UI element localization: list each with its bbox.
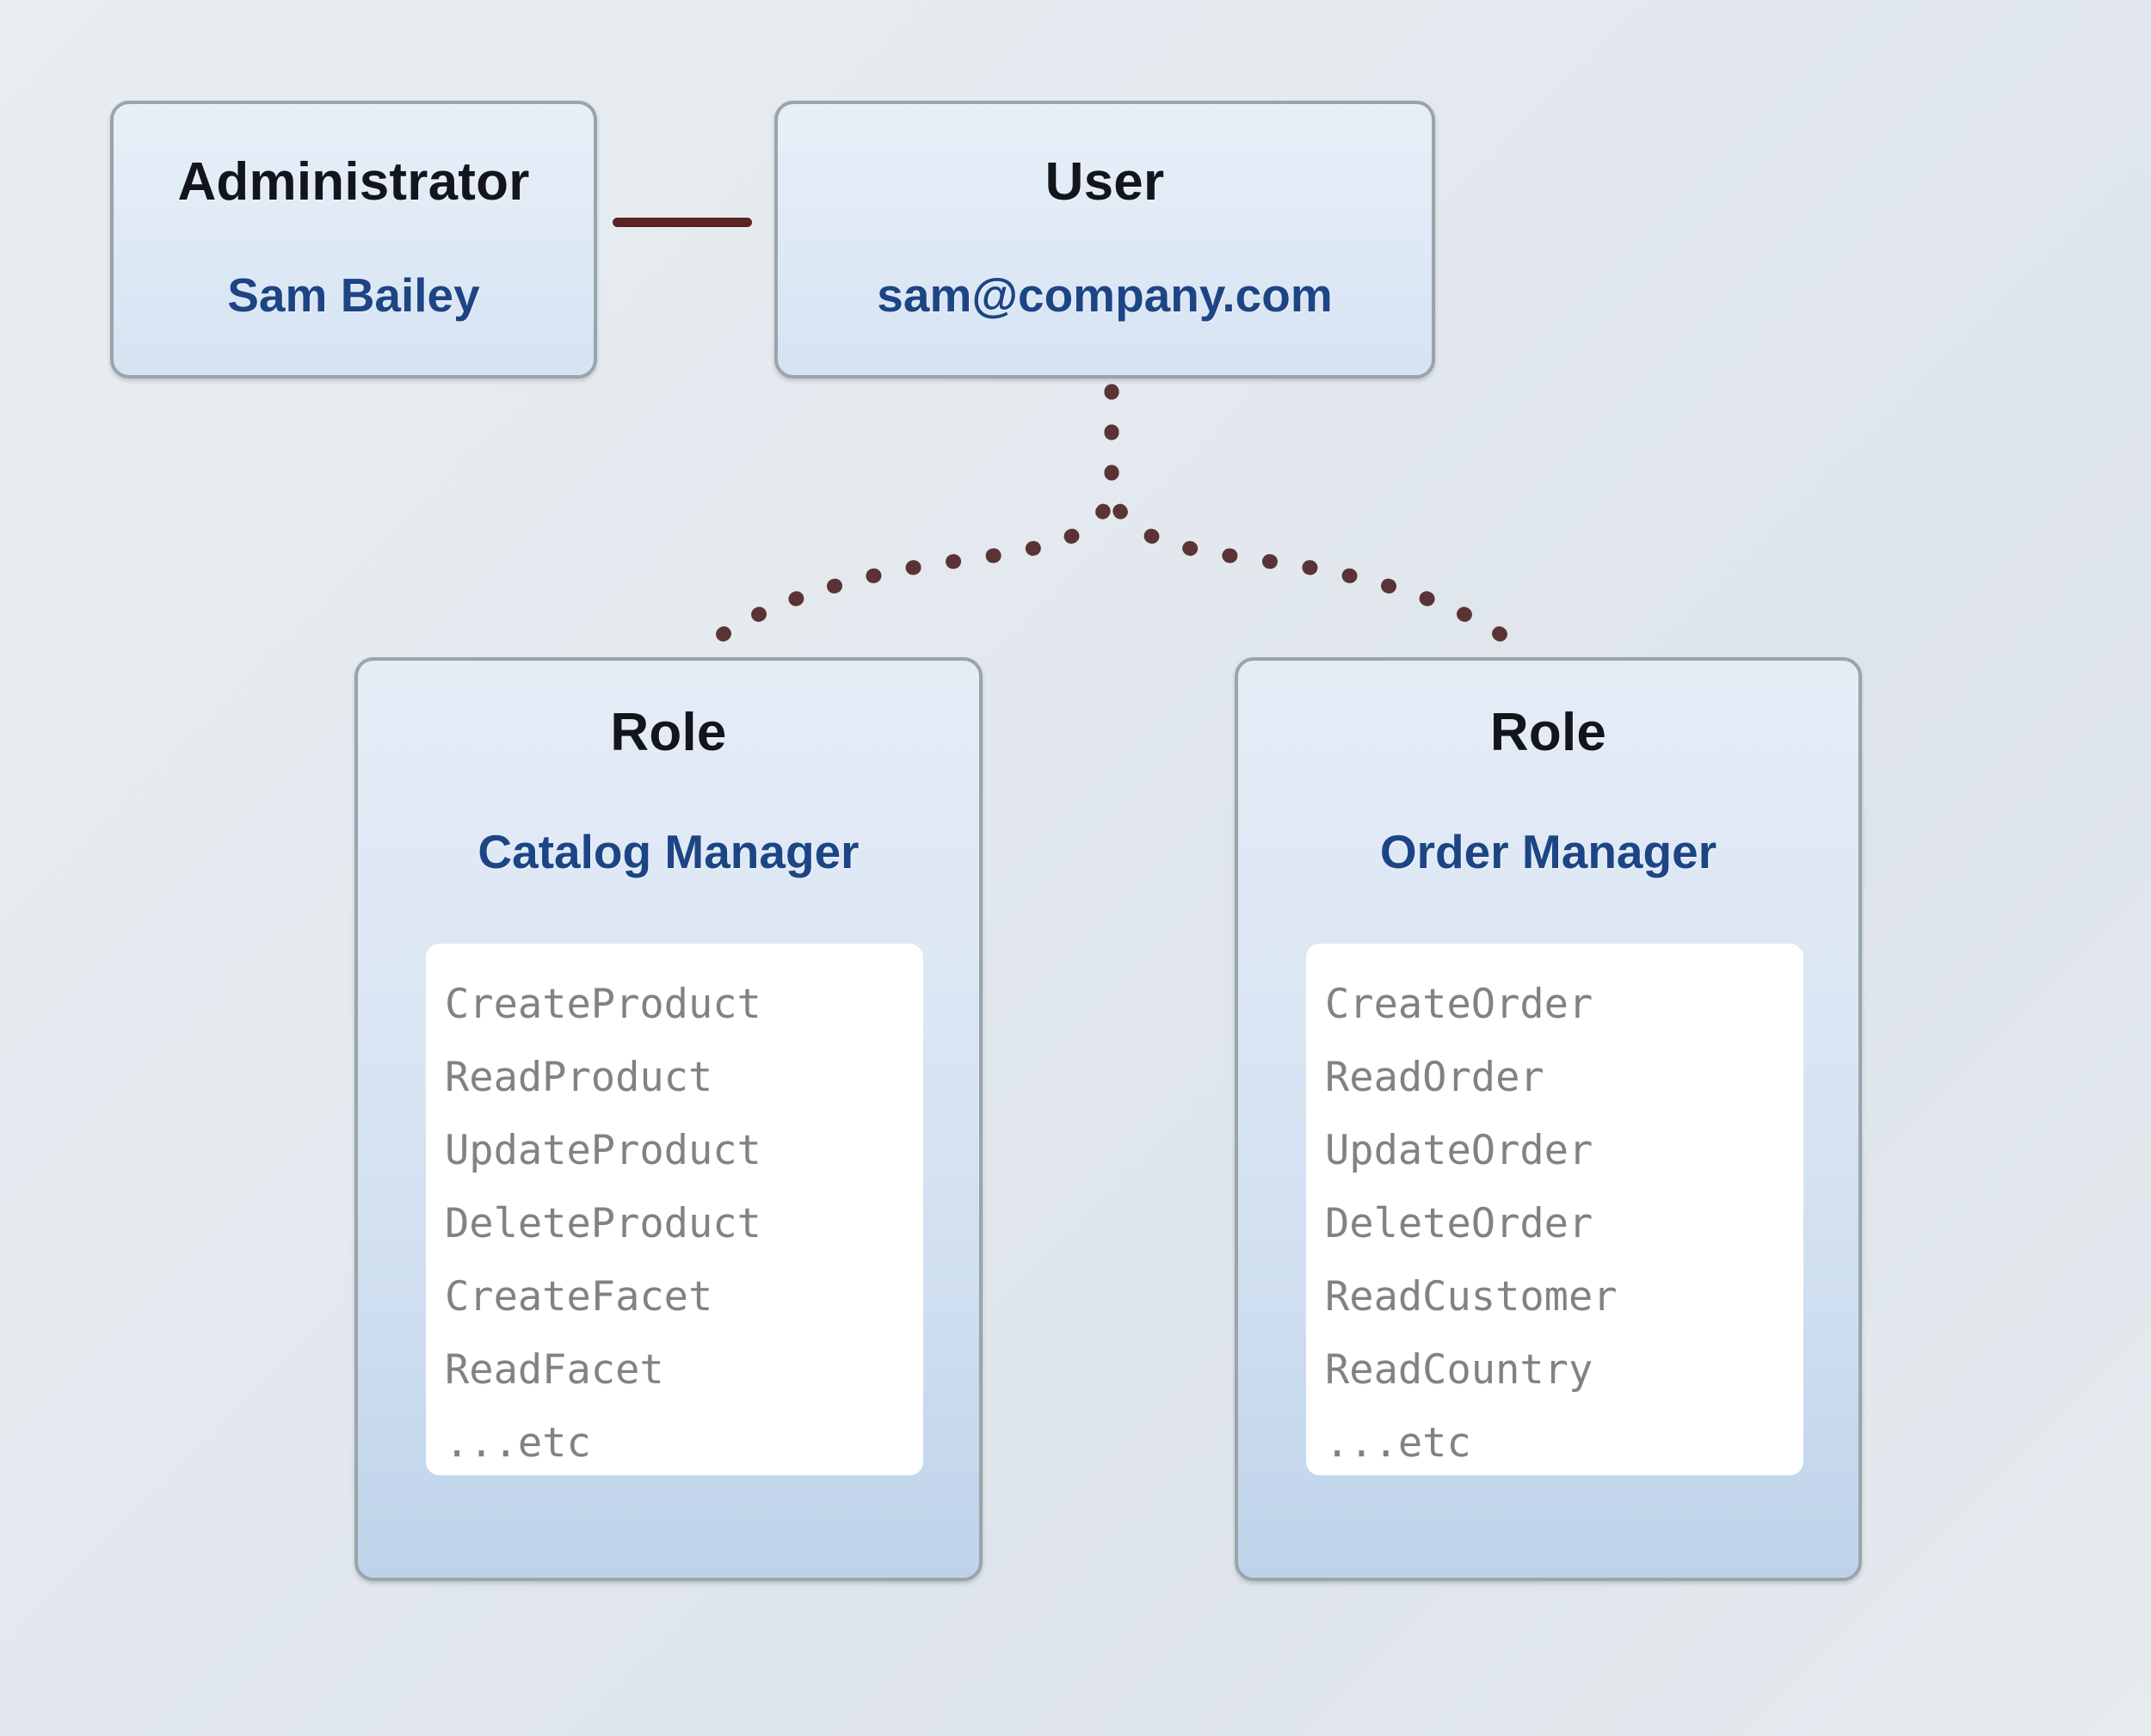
user-email: sam@company.com bbox=[877, 268, 1333, 322]
permission-item: UpdateOrder bbox=[1325, 1127, 1593, 1174]
connector-user-to-catalog-manager bbox=[689, 384, 1119, 663]
permission-item: DeleteProduct bbox=[445, 1200, 761, 1247]
permission-item: ReadOrder bbox=[1325, 1054, 1544, 1101]
role-name: Order Manager bbox=[1379, 825, 1717, 878]
role-node-catalog-manager[interactable]: Role Catalog Manager CreateProduct ReadP… bbox=[354, 657, 983, 1581]
permission-item: DeleteOrder bbox=[1325, 1200, 1593, 1247]
permission-item: ...etc bbox=[445, 1419, 591, 1467]
permission-item: ReadCountry bbox=[1325, 1346, 1593, 1394]
permission-item: ReadProduct bbox=[445, 1054, 713, 1101]
user-node[interactable]: User sam@company.com bbox=[774, 101, 1435, 379]
role-node-order-manager[interactable]: Role Order Manager CreateOrder ReadOrder… bbox=[1235, 657, 1862, 1581]
permission-panel: CreateOrder ReadOrder UpdateOrder Delete… bbox=[1306, 944, 1803, 1475]
role-stereotype: Role bbox=[1489, 703, 1607, 762]
connector-user-to-order-manager bbox=[1104, 384, 1534, 663]
permission-item: ReadFacet bbox=[445, 1346, 664, 1394]
administrator-stereotype: Administrator bbox=[177, 152, 530, 212]
permission-item: CreateOrder bbox=[1325, 981, 1593, 1028]
permission-item: ...etc bbox=[1325, 1419, 1471, 1467]
administrator-user-association-line bbox=[613, 218, 752, 227]
administrator-name: Sam Bailey bbox=[227, 268, 480, 322]
user-stereotype: User bbox=[1045, 152, 1165, 212]
permission-item: ReadCustomer bbox=[1325, 1273, 1618, 1320]
permission-item: UpdateProduct bbox=[445, 1127, 761, 1174]
permission-panel: CreateProduct ReadProduct UpdateProduct … bbox=[426, 944, 923, 1475]
permission-item: CreateProduct bbox=[445, 981, 761, 1028]
role-stereotype: Role bbox=[610, 703, 727, 762]
administrator-node[interactable]: Administrator Sam Bailey bbox=[110, 101, 597, 379]
role-name: Catalog Manager bbox=[478, 825, 860, 878]
permission-item: CreateFacet bbox=[445, 1273, 713, 1320]
